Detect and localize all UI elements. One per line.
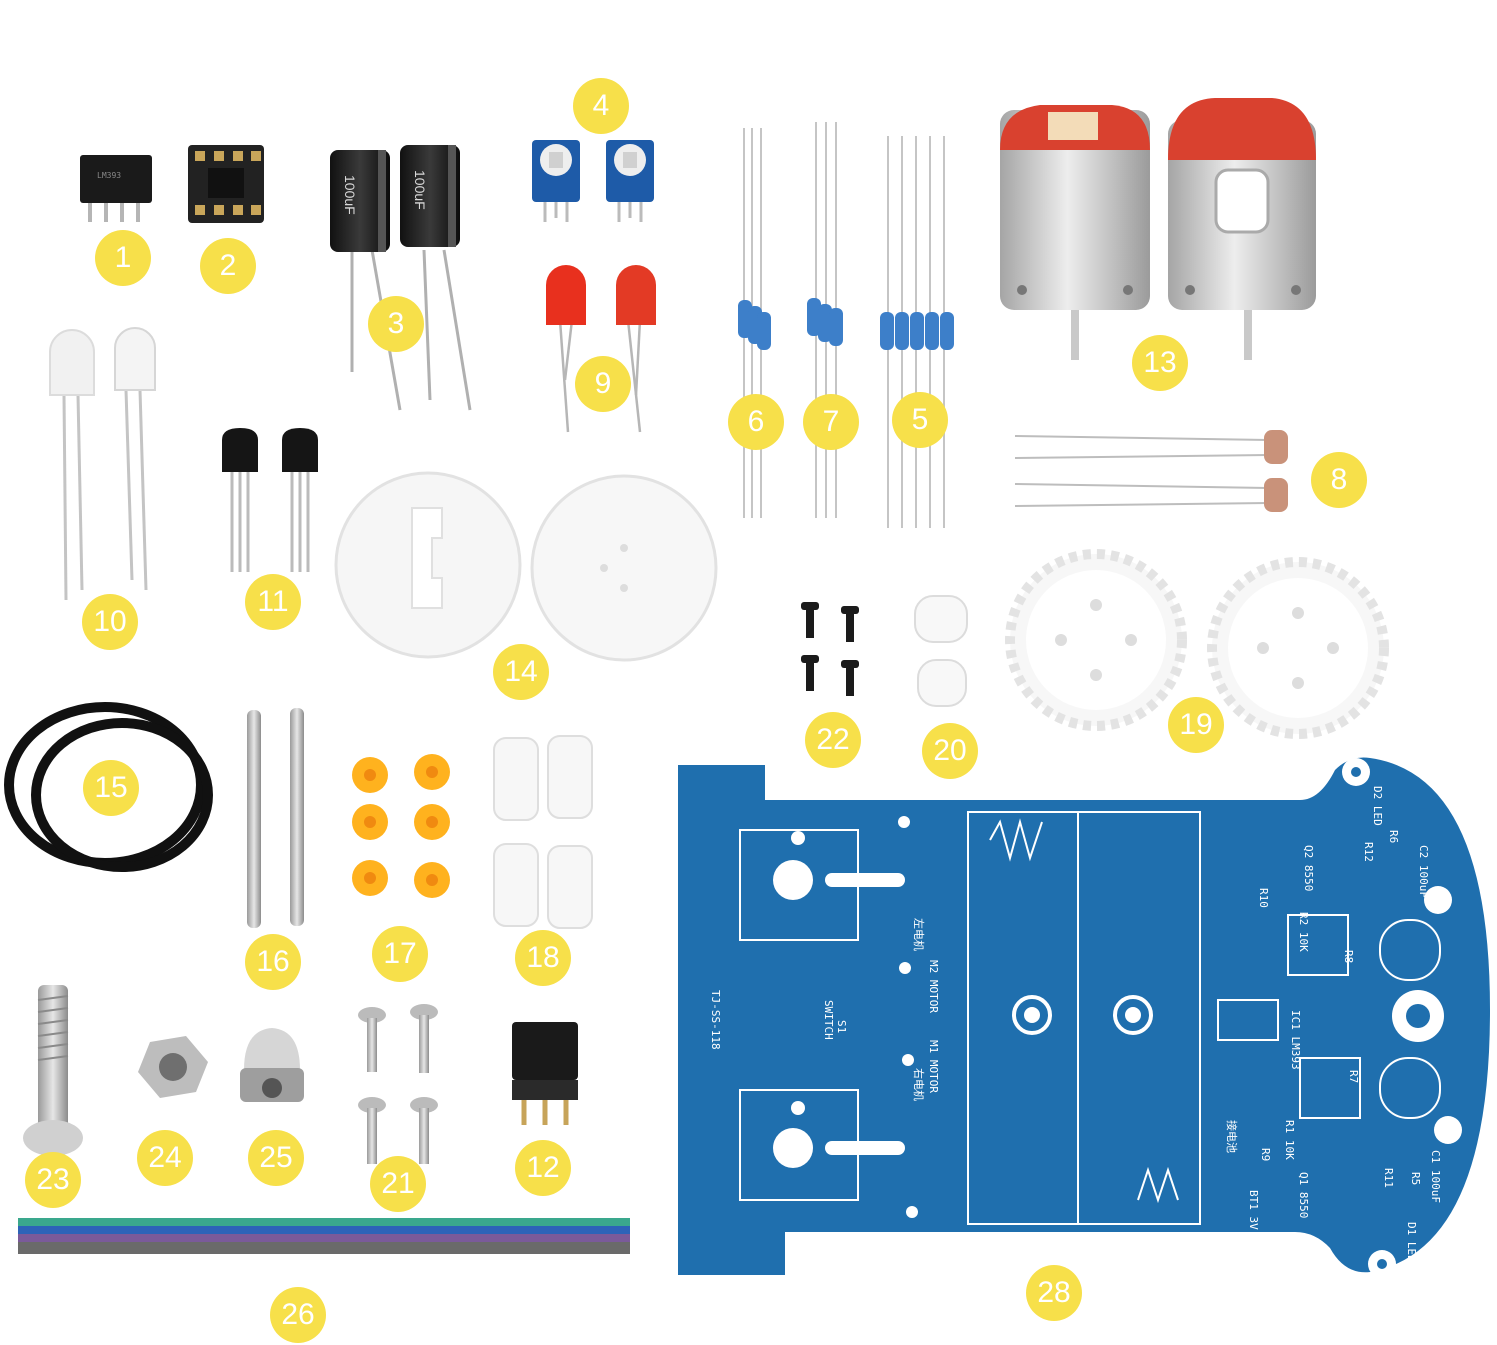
- metal-axles: [247, 708, 304, 928]
- badge-23: 23: [25, 1152, 81, 1208]
- svg-text:BT1 3V: BT1 3V: [1247, 1190, 1260, 1230]
- badge-15: 15: [83, 760, 139, 816]
- resistor-bodies: [738, 298, 954, 350]
- svg-text:R10: R10: [1257, 888, 1270, 908]
- svg-text:100uF: 100uF: [342, 175, 358, 215]
- badge-16: 16: [245, 934, 301, 990]
- svg-text:100uF: 100uF: [412, 170, 428, 210]
- svg-text:接电池: 接电池: [1225, 1120, 1238, 1153]
- badge-9: 9: [575, 356, 631, 412]
- svg-text:M1 MOTOR: M1 MOTOR: [927, 1040, 940, 1093]
- pcb-board: TJ-SS-118 SWITCH S1 M2 MOTOR M1 MOTOR 左电…: [678, 757, 1490, 1278]
- svg-text:D1 LED: D1 LED: [1405, 1222, 1418, 1262]
- ic-chip: LM393: [80, 155, 152, 222]
- badge-12: 12: [515, 1140, 571, 1196]
- svg-text:Q1 8550: Q1 8550: [1297, 1172, 1310, 1218]
- trimmer-potentiometers: [532, 140, 654, 222]
- badge-6: 6: [728, 394, 784, 450]
- photoresistors: [1014, 430, 1288, 512]
- small-screws: [801, 602, 859, 696]
- badge-10: 10: [82, 594, 138, 650]
- white-spacers: [493, 735, 593, 929]
- svg-text:R2 10K: R2 10K: [1297, 912, 1310, 952]
- svg-text:R8: R8: [1342, 950, 1355, 963]
- svg-text:R9: R9: [1259, 1148, 1272, 1161]
- svg-text:R5: R5: [1409, 1172, 1422, 1185]
- badge-20: 20: [922, 723, 978, 779]
- bolt: [23, 985, 83, 1156]
- badge-19: 19: [1168, 697, 1224, 753]
- svg-text:C1 100uF: C1 100uF: [1429, 1150, 1442, 1203]
- badge-22: 22: [805, 712, 861, 768]
- svg-text:TJ-SS-118: TJ-SS-118: [709, 990, 722, 1050]
- badge-17: 17: [372, 926, 428, 982]
- rubber-tires: [4, 702, 213, 872]
- svg-text:R7: R7: [1347, 1070, 1360, 1083]
- svg-text:Q2 8550: Q2 8550: [1302, 845, 1315, 891]
- svg-text:左电机: 左电机: [912, 918, 926, 951]
- white-wheels: [334, 471, 718, 662]
- badge-18: 18: [515, 930, 571, 986]
- svg-text:D2 LED: D2 LED: [1371, 786, 1384, 826]
- badge-5: 5: [892, 392, 948, 448]
- svg-text:LM393: LM393: [97, 171, 121, 180]
- ir-leds: [49, 327, 156, 601]
- svg-text:SWITCH: SWITCH: [822, 1000, 835, 1040]
- svg-text:C2 100uF: C2 100uF: [1417, 845, 1430, 898]
- badge-26: 26: [270, 1287, 326, 1343]
- badge-8: 8: [1311, 452, 1367, 508]
- svg-text:R11: R11: [1382, 1168, 1395, 1188]
- dc-motors: [1000, 98, 1316, 360]
- badge-13: 13: [1132, 335, 1188, 391]
- badge-25: 25: [248, 1130, 304, 1186]
- badge-2: 2: [200, 238, 256, 294]
- badge-24: 24: [137, 1130, 193, 1186]
- ribbon-wire: [18, 1218, 630, 1254]
- transistors: [222, 428, 318, 572]
- badge-7: 7: [803, 394, 859, 450]
- orange-spacers: [352, 754, 450, 898]
- white-caps: [914, 595, 968, 707]
- svg-text:IC1 LM393: IC1 LM393: [1289, 1010, 1302, 1070]
- badge-11: 11: [245, 574, 301, 630]
- svg-text:右电机: 右电机: [912, 1068, 926, 1101]
- ic-socket: [188, 145, 264, 223]
- wood-screws: [358, 1004, 438, 1164]
- badge-4: 4: [573, 78, 629, 134]
- hex-nut: [138, 1036, 208, 1098]
- push-switch: [512, 1022, 578, 1125]
- svg-text:R6: R6: [1387, 830, 1400, 843]
- badge-1: 1: [95, 230, 151, 286]
- red-leds: [546, 265, 656, 433]
- svg-text:S1: S1: [835, 1020, 848, 1033]
- badge-21: 21: [370, 1156, 426, 1212]
- electrolytic-capacitors: 100uF 100uF: [330, 145, 472, 411]
- badge-28: 28: [1026, 1265, 1082, 1321]
- badge-14: 14: [493, 644, 549, 700]
- cap-nut: [240, 1028, 304, 1102]
- svg-text:R1 10K: R1 10K: [1283, 1120, 1296, 1160]
- badge-3: 3: [368, 296, 424, 352]
- svg-text:M2 MOTOR: M2 MOTOR: [927, 960, 940, 1013]
- svg-text:R12: R12: [1362, 842, 1375, 862]
- white-gears: [1005, 549, 1389, 739]
